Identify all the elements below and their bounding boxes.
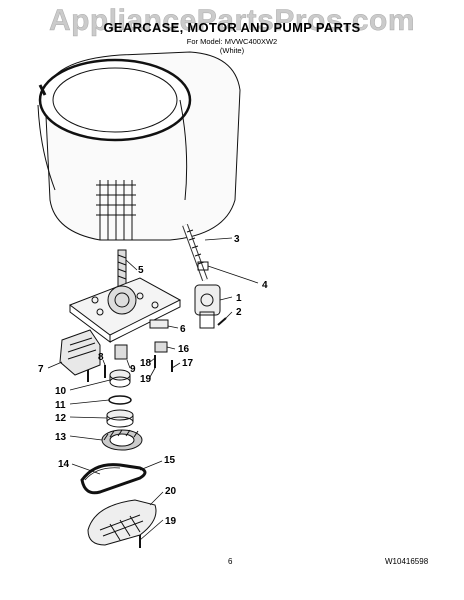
callout-6: 6 [180,324,186,335]
callout-20: 20 [165,486,177,497]
callout-11: 11 [55,400,66,411]
outer-tub [37,51,241,241]
callout-19-upper: 19 [140,374,152,385]
callout-14: 14 [58,459,70,470]
callout-16: 16 [178,344,190,355]
callout-12: 12 [55,413,67,424]
callout-13: 13 [55,432,67,443]
pulley-hub-bottom [106,416,134,428]
clutch-bottom [109,376,131,388]
drain-hose [182,223,208,282]
callout-9: 9 [130,364,136,375]
model-label: For Model: MVWC400XW2 [186,37,278,46]
pulley-shield [87,499,157,546]
callout-7: 7 [38,364,44,375]
callout-15: 15 [164,455,176,466]
callout-17: 17 [182,358,194,369]
callout-18: 18 [140,358,152,369]
retaining-ring [108,395,132,405]
pump [194,284,221,329]
page-number: 6 [228,557,233,566]
callout-2: 2 [236,307,242,318]
callout-10: 10 [55,386,67,397]
document-code: W10416598 [385,557,429,566]
bracket [154,341,168,353]
callout-4: 4 [262,280,268,291]
callout-8: 8 [98,352,104,363]
page-title: GEARCASE, MOTOR AND PUMP PARTS [103,20,361,35]
drive-pulley [101,429,143,451]
callout-5: 5 [138,265,144,276]
color-variant-label: (White) [219,46,245,55]
pump-screw [217,317,227,326]
callout-3: 3 [234,234,240,245]
callout-1: 1 [236,293,242,304]
motor-coupler [114,344,128,360]
callout-19-lower: 19 [165,516,177,527]
drive-belt [80,463,147,495]
watermark: AppliancePartsPros.com [48,4,416,38]
gearcase-plate [68,277,182,343]
motor [59,329,101,376]
